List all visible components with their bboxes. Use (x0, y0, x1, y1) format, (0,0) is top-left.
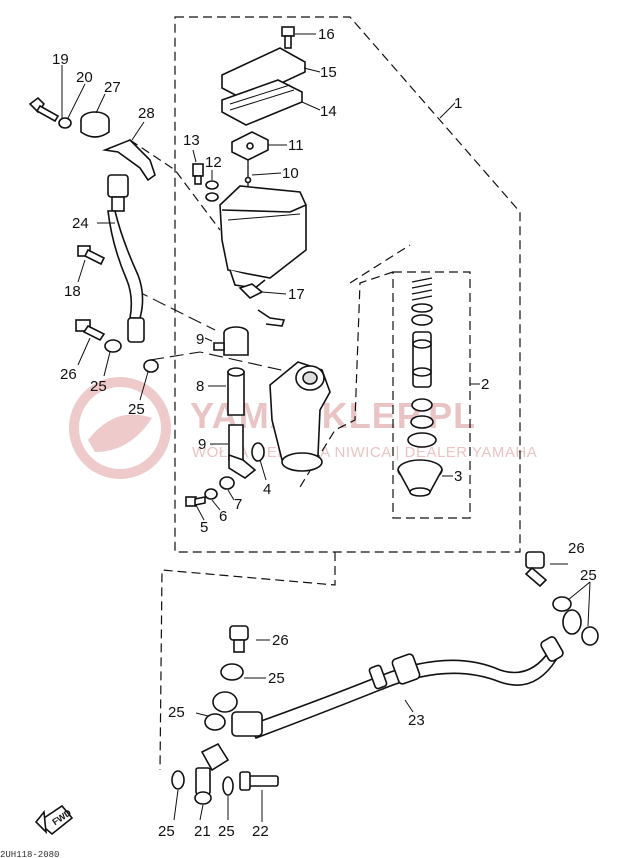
circlip (407, 432, 437, 448)
label-25-d: 25 (168, 704, 185, 721)
bolt-19 (28, 96, 60, 123)
washer-25-right-a (552, 596, 572, 612)
washer-25-e (171, 770, 185, 790)
label-3: 3 (454, 468, 462, 485)
label-27: 27 (104, 79, 121, 96)
bolt-13 (192, 163, 204, 185)
watermark-logo-swoosh-icon (88, 414, 152, 452)
bracket-28 (101, 139, 156, 182)
label-7: 7 (234, 496, 242, 513)
label-12: 12 (205, 154, 222, 171)
label-9-lower: 9 (198, 436, 206, 453)
o-ring-4 (251, 442, 265, 462)
label-21: 21 (194, 823, 211, 840)
master-cylinder-body (269, 361, 331, 472)
boot-3 (397, 459, 443, 497)
plate-11 (231, 131, 269, 161)
washer-7 (219, 476, 235, 490)
label-25-e: 25 (158, 823, 175, 840)
label-25-b: 25 (128, 401, 145, 418)
connector-line-bracket (134, 289, 216, 331)
label-26-c: 26 (568, 540, 585, 557)
washer-kit (410, 415, 434, 429)
bolt-22 (239, 771, 279, 791)
washer-25-b (143, 359, 159, 373)
washer-25-d (204, 713, 226, 731)
figure-code: 2UH118-2080 (0, 850, 59, 858)
reservoir-hose-24 (107, 174, 145, 343)
brake-hose-23 (212, 609, 582, 740)
watermark-logo-icon (69, 377, 171, 479)
union-bolt-21 (194, 742, 230, 805)
bolt-26-lower (229, 625, 249, 653)
connector-line-hose-top (129, 139, 221, 231)
label-1: 1 (454, 95, 462, 112)
reservoir-body (219, 185, 307, 289)
washer-25-right-b (581, 626, 599, 646)
cup-primary (411, 314, 433, 326)
label-14: 14 (320, 103, 337, 120)
label-25-c: 25 (268, 670, 285, 687)
fwd-arrow-icon: FWD (34, 804, 73, 836)
reservoir-cap-15 (221, 47, 306, 101)
assembly-outline-master-cylinder (174, 16, 521, 553)
hose-8 (227, 367, 245, 416)
label-13: 13 (183, 132, 200, 149)
label-2: 2 (481, 376, 489, 393)
washer-25-c (220, 663, 244, 681)
label-16: 16 (318, 26, 335, 43)
label-26-a: 26 (60, 366, 77, 383)
washer-6 (204, 488, 218, 500)
label-22: 22 (252, 823, 269, 840)
label-15: 15 (320, 64, 337, 81)
label-24: 24 (72, 215, 89, 232)
label-25-g: 25 (580, 567, 597, 584)
washer-25-f (222, 776, 234, 796)
washer-20 (58, 117, 72, 129)
label-23: 23 (408, 712, 425, 729)
piston (412, 331, 432, 388)
spring (411, 277, 433, 313)
label-5: 5 (200, 519, 208, 536)
joint-9-upper (213, 326, 249, 356)
grommet-27 (80, 111, 110, 138)
leader-1 (439, 102, 456, 119)
bolt-16 (281, 26, 295, 49)
bolt-26-upper (75, 319, 106, 342)
label-19: 19 (52, 51, 69, 68)
bolt-18 (77, 245, 106, 266)
washer-25-a (104, 339, 122, 353)
bolt-26-right (524, 551, 548, 588)
label-6: 6 (219, 508, 227, 525)
label-11: 11 (288, 137, 304, 154)
connector-line-kit (299, 271, 394, 488)
joint-9-lower (228, 424, 257, 479)
label-25-f: 25 (218, 823, 235, 840)
label-18: 18 (64, 283, 81, 300)
label-9-upper: 9 (196, 331, 204, 348)
label-4: 4 (263, 481, 271, 498)
assembly-outline-piston-kit (392, 271, 471, 519)
leader-lines (61, 33, 591, 822)
label-10: 10 (282, 165, 299, 182)
connector-line-hose (159, 552, 336, 771)
washer-12 (205, 180, 219, 202)
part-labels: 1 2 3 4 5 6 7 8 9 9 10 11 12 13 14 15 16… (52, 26, 597, 840)
label-8: 8 (196, 378, 204, 395)
cup-secondary (411, 398, 433, 412)
watermark-subtitle: WÓŁKA ZIELONKA NIWICA | DEALER YAMAHA (192, 444, 537, 461)
hose-clamp-17 (238, 283, 286, 327)
label-20: 20 (76, 69, 93, 86)
label-25-a: 25 (90, 378, 107, 395)
label-17: 17 (288, 286, 305, 303)
connector-line-top (349, 244, 411, 284)
label-26-b: 26 (272, 632, 289, 649)
connector-line-washer (149, 351, 291, 373)
label-28: 28 (138, 105, 155, 122)
screw-5 (185, 496, 206, 507)
